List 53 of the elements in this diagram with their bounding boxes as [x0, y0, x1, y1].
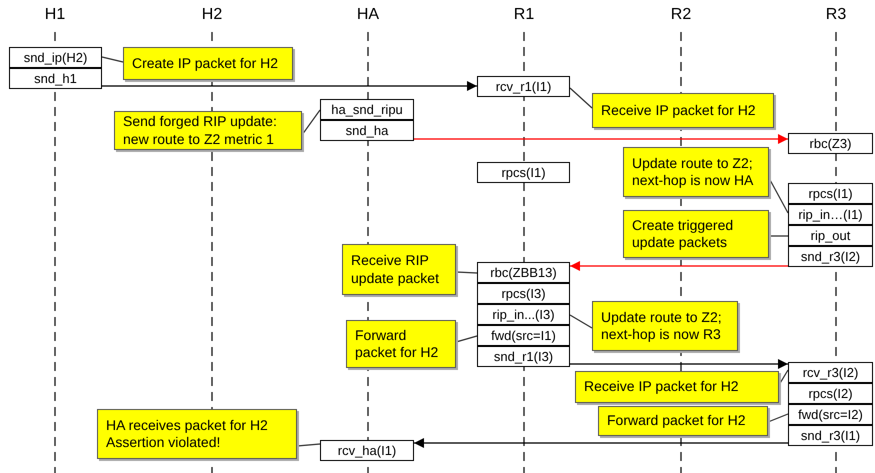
leader-line [769, 235, 788, 237]
step-box: fwd(src=I2) [788, 404, 873, 425]
step-box: fwd(src=I1) [477, 325, 570, 346]
note-callout: Forward packet for H2 [346, 320, 456, 368]
step-box: rpcs(I1) [788, 183, 873, 204]
leader-line [768, 413, 788, 423]
message-arrow [102, 81, 477, 91]
step-box: ha_snd_ripu [320, 99, 414, 120]
leader-line [102, 56, 124, 63]
step-box: snd_r3(I1) [788, 425, 873, 446]
note-callout: HA receives packet for H2 Assertion violated! [97, 409, 297, 459]
note-callout: Send forged RIP update: new route to Z2 metric 1 [114, 111, 302, 150]
step-box: snd_ha [320, 120, 414, 141]
leader-line [570, 314, 592, 329]
lifeline-header: R2 [670, 6, 692, 24]
note-callout: Update route to Z2; next-hop is now R3 [592, 301, 738, 351]
note-callout: Update route to Z2; next-hop is now HA [623, 147, 769, 197]
leader-line [456, 335, 478, 343]
leader-line [456, 271, 478, 274]
step-box: rcv_ha(I1) [320, 440, 414, 461]
note-callout: Receive RIP update packet [342, 244, 456, 295]
step-box: rpcs(I2) [788, 383, 873, 404]
lifeline-header: HA [356, 6, 380, 24]
step-box: rbc(ZBB13) [477, 262, 570, 283]
step-box: rip_in...(I3) [477, 304, 570, 325]
leader-line [296, 443, 320, 447]
leader-line [302, 110, 320, 136]
step-box: snd_r3(I2) [788, 246, 873, 267]
step-box: rip_in…(I1) [788, 204, 873, 225]
note-callout: Receive IP packet for H2 [592, 93, 774, 128]
note-callout: Create IP packet for H2 [123, 47, 293, 80]
step-box: snd_h1 [9, 68, 102, 89]
message-arrow [414, 134, 788, 144]
lifeline-header: H2 [200, 6, 224, 24]
leader-line [778, 370, 789, 386]
lifeline-header: R1 [512, 6, 536, 24]
message-arrow [414, 438, 788, 448]
note-callout: Forward packet for H2 [598, 406, 768, 436]
step-box: snd_ip(H2) [9, 47, 102, 68]
message-arrow [570, 261, 788, 271]
note-callout: Receive IP packet for H2 [575, 371, 779, 403]
step-box: rcv_r3(I2) [788, 362, 873, 383]
leader-line [570, 88, 592, 108]
step-box: rpcs(I1) [477, 162, 570, 183]
note-callout: Create triggered update packets [623, 210, 769, 258]
lifeline-header: R3 [824, 6, 848, 24]
step-box: rbc(Z3) [788, 133, 873, 154]
step-box: snd_r1(I3) [477, 346, 570, 367]
step-box: rcv_r1(I1) [477, 76, 570, 97]
message-arrow [570, 359, 788, 369]
step-box: rpcs(I3) [477, 283, 570, 304]
step-box: rip_out [788, 225, 873, 246]
lifeline-header: H1 [44, 6, 66, 24]
